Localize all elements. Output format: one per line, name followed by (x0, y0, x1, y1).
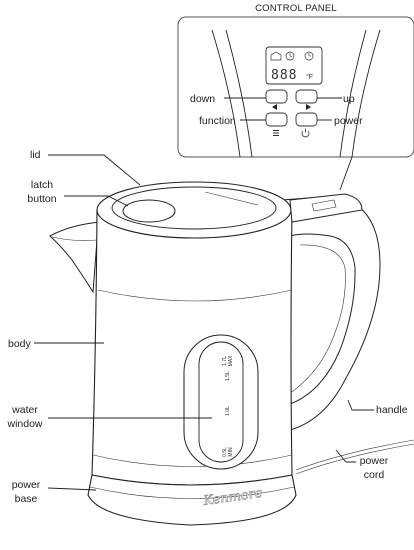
display-digits: 888 (271, 68, 297, 83)
function-label: function (199, 115, 236, 127)
mark-1-0: 1.0L (225, 406, 231, 416)
power-cord-label-1: power (360, 455, 389, 467)
latch-leader (64, 195, 129, 207)
spout-lip (51, 236, 98, 241)
water-window-label-2: window (6, 418, 42, 430)
kettle-labels: lid latch button body water window handl… (6, 149, 407, 505)
control-panel: CONTROL PANEL 888 °F (177, 3, 414, 158)
panel-left-edge (211, 29, 241, 158)
kettle-icon (270, 51, 282, 61)
mark-max-value: 1.7L (222, 356, 228, 366)
power-cord-label-2: cord (364, 469, 385, 481)
panel-pointer-line (339, 156, 353, 191)
spout (49, 221, 101, 294)
mark-min-word: MIN (228, 447, 234, 457)
latch-label-1: latch (31, 179, 53, 191)
menu-icon (273, 130, 279, 136)
panel-right-edge (351, 29, 381, 158)
power-cord-leader (335, 449, 356, 463)
handle-leader (347, 399, 374, 411)
lid-leader (48, 154, 141, 186)
timer-icon (285, 51, 295, 61)
control-panel-frame (177, 16, 414, 158)
body-label: body (8, 338, 32, 350)
down-button[interactable] (265, 89, 288, 104)
kettle: 1.7L MAX 1.5L 1.0L 0.5L MIN Kenmore (49, 181, 414, 526)
handle-inner-line (291, 244, 346, 393)
latch-button[interactable] (122, 199, 176, 223)
up-button[interactable] (295, 89, 318, 104)
body-shoulder-curve (97, 289, 293, 302)
lcd-display (265, 46, 323, 85)
panel-left-edge-inner (225, 29, 253, 158)
arrow-left-icon (272, 104, 277, 110)
clock-icon (304, 51, 314, 61)
power-base-leader (47, 487, 97, 491)
base-rim-line (89, 486, 295, 499)
latch-label-2: button (27, 193, 56, 205)
body-lower-curve (92, 454, 293, 467)
handle-top (289, 193, 363, 223)
panel-right-edge-inner (339, 29, 367, 158)
up-label: up (343, 93, 355, 105)
power-base (87, 474, 297, 526)
handle (281, 195, 381, 431)
function-button[interactable] (265, 112, 288, 127)
power-cord-2 (295, 443, 414, 475)
power-base-label-1: power (12, 479, 41, 491)
power-button[interactable] (295, 112, 318, 127)
water-window-label-1: water (11, 404, 38, 416)
mark-1-5: 1.5L (225, 371, 231, 381)
mark-min-value: 0.5L (222, 447, 228, 457)
water-window-markings: 1.7L MAX 1.5L 1.0L 0.5L MIN (222, 355, 234, 457)
power-base-label-2: base (15, 493, 38, 505)
arrow-right-icon (306, 104, 311, 110)
lid-label: lid (30, 149, 41, 161)
mark-max-word: MAX (228, 355, 234, 367)
power-label: power (334, 115, 363, 127)
power-cord-1 (295, 439, 414, 471)
handle-label: handle (376, 404, 408, 416)
display-unit: °F (306, 73, 313, 81)
down-label: down (190, 93, 215, 105)
control-panel-title: CONTROL PANEL (255, 3, 337, 14)
power-icon (301, 128, 310, 138)
water-window (198, 341, 244, 463)
lid-highlight (204, 191, 259, 206)
panel-housing (311, 199, 337, 212)
